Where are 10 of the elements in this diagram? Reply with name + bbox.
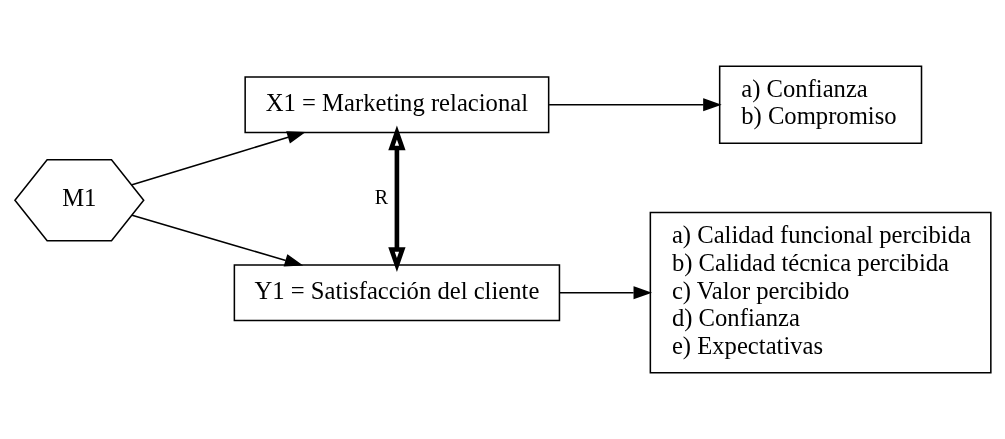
arrow <box>547 98 722 112</box>
node-box: Y1 = Satisfacción del cliente <box>233 264 560 322</box>
node-box: a) Confianza b) Compromiso <box>718 65 922 144</box>
arrow <box>130 131 306 186</box>
arrow <box>558 286 652 300</box>
node-box: X1 = Marketing relacional <box>243 76 549 134</box>
arrow <box>130 214 303 267</box>
node-box: a) Calidad funcional percibida b) Calidad técnica percibida c) Valor percibido d) Confianza e) Expectativas <box>649 211 992 374</box>
arrow <box>387 125 406 272</box>
edge-label: R <box>374 185 388 208</box>
